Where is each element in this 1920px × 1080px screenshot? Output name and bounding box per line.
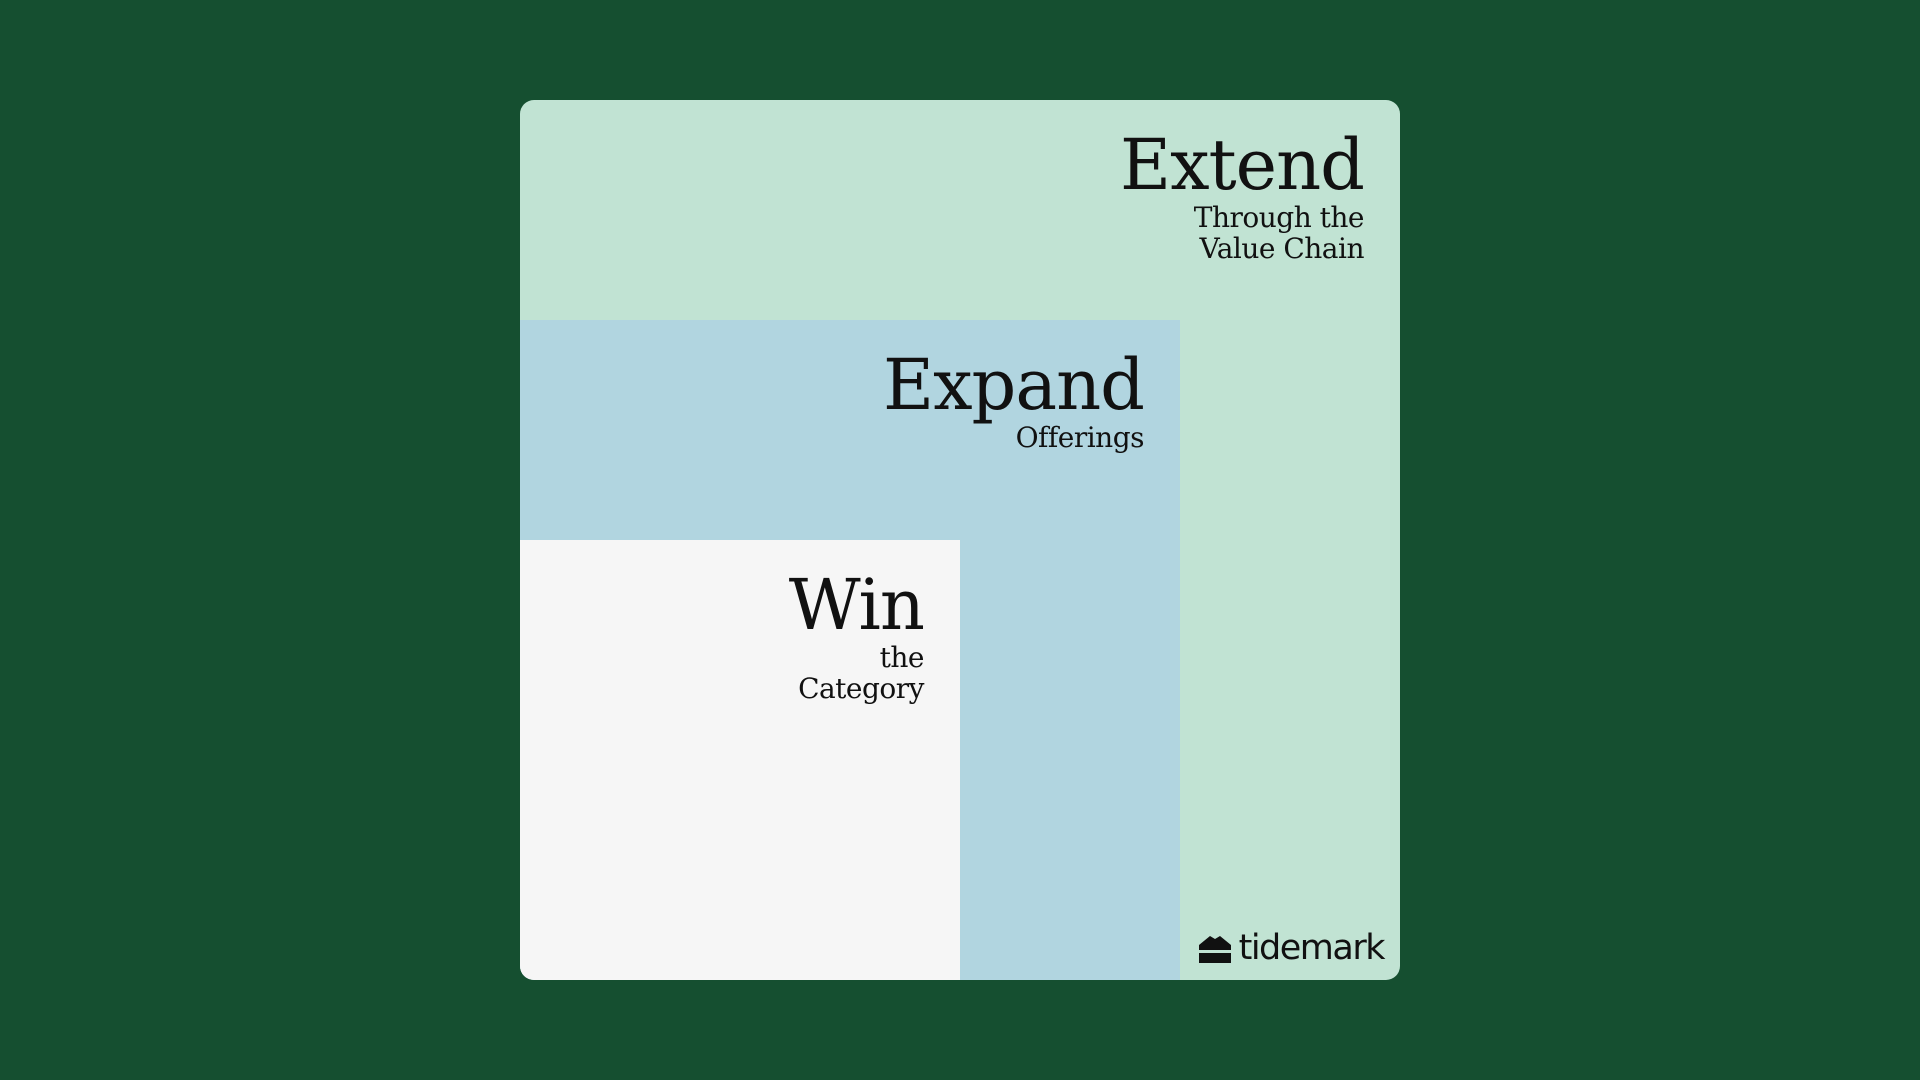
win-label: Win the Category: [788, 564, 925, 705]
nested-squares-diagram: Extend Through the Value Chain Expand Of…: [520, 100, 1400, 980]
win-subtitle-line-1: the: [879, 641, 925, 674]
expand-label: Expand Offerings: [882, 344, 1145, 454]
extend-title: Extend: [1119, 124, 1365, 206]
win-subtitle-line-2: Category: [798, 672, 924, 705]
expand-subtitle-line-1: Offerings: [1015, 421, 1145, 454]
extend-label: Extend Through the Value Chain: [1119, 124, 1365, 265]
win-box: Win the Category: [520, 540, 960, 980]
extend-subtitle-line-2: Value Chain: [1199, 232, 1365, 265]
tidemark-logo: tidemark: [1198, 928, 1386, 968]
extend-subtitle-line-1: Through the: [1193, 201, 1365, 234]
logo-wordmark: tidemark: [1238, 928, 1386, 968]
win-title: Win: [788, 564, 925, 646]
tidemark-logo-icon: [1198, 936, 1231, 963]
expand-title: Expand: [882, 344, 1145, 426]
